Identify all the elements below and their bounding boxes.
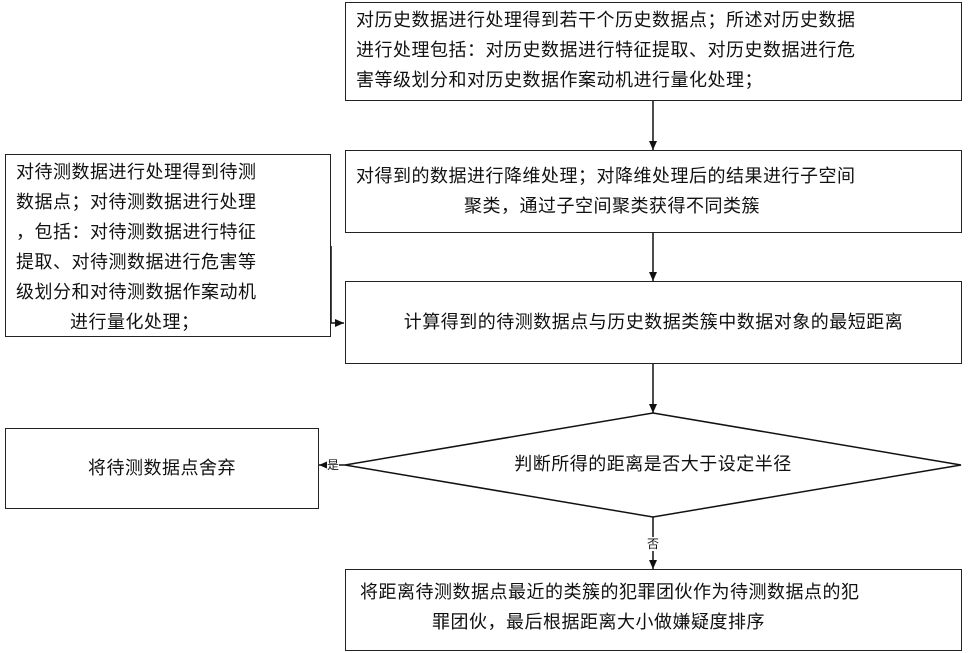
assign-line-2: 罪团伙，最后根据距离大小做嫌疑度排序 (360, 608, 951, 638)
dim-reduction-line-2: 聚类，通过子空间聚类获得不同类簇 (356, 192, 951, 222)
assign-line-1: 将距离待测数据点最近的类簇的犯罪团伙作为待测数据点的犯 (360, 578, 951, 608)
compute-distance-text: 计算得到的待测数据点与历史数据类簇中数据对象的最短距离 (404, 308, 904, 338)
dim-reduction-line-1: 对得到的数据进行降维处理；对降维处理后的结果进行子空间 (356, 162, 951, 192)
test-process-box: 对待测数据进行处理得到待测 数据点；对待测数据进行处理 ，包括：对待测数据进行特… (5, 154, 331, 337)
history-process-box: 对历史数据进行处理得到若干个历史数据点；所述对历史数据 进行处理包括：对历史数据… (345, 2, 962, 101)
assign-box: 将距离待测数据点最近的类簇的犯罪团伙作为待测数据点的犯 罪团伙，最后根据距离大小… (345, 569, 962, 651)
history-process-line-3: 害等级划分和对历史数据作案动机进行量化处理； (356, 66, 951, 96)
test-process-line-2: 数据点；对待测数据进行处理 (16, 188, 320, 218)
arrow-test-to-compute (331, 246, 344, 323)
test-process-line-1: 对待测数据进行处理得到待测 (16, 158, 320, 188)
test-process-line-5: 级划分和对待测数据作案动机 (16, 278, 320, 308)
test-process-line-3: ，包括：对待测数据进行特征 (16, 218, 320, 248)
test-process-line-6: 进行量化处理； (16, 308, 320, 338)
no-label: 否 (647, 537, 659, 551)
discard-box: 将待测数据点舍弃 (5, 428, 319, 509)
history-process-line-2: 进行处理包括：对历史数据进行特征提取、对历史数据进行危 (356, 36, 951, 66)
discard-text: 将待测数据点舍弃 (88, 454, 236, 484)
history-process-line-1: 对历史数据进行处理得到若干个历史数据点；所述对历史数据 (356, 6, 951, 36)
compute-distance-box: 计算得到的待测数据点与历史数据类簇中数据对象的最短距离 (345, 281, 962, 364)
yes-label: 是 (327, 458, 339, 472)
decision-text: 判断所得的距离是否大于设定半径 (345, 450, 961, 480)
test-process-line-4: 提取、对待测数据进行危害等 (16, 248, 320, 278)
dim-reduction-box: 对得到的数据进行降维处理；对降维处理后的结果进行子空间 聚类，通过子空间聚类获得… (345, 150, 962, 233)
